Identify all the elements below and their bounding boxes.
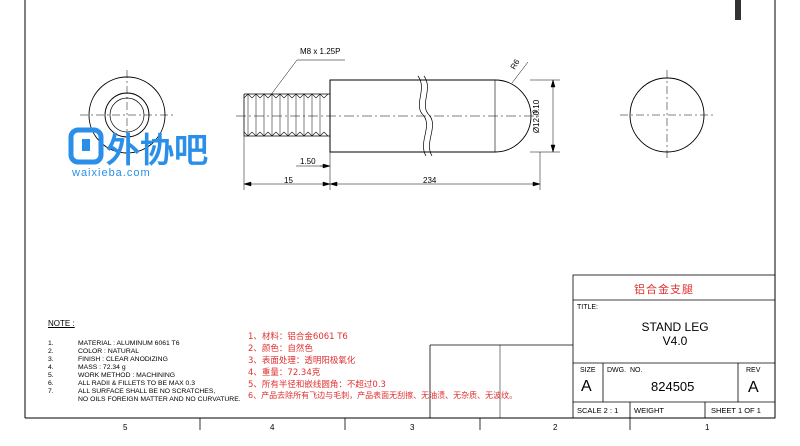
watermark-url: waixieba.com <box>72 167 151 179</box>
title-block-grid <box>429 274 776 419</box>
rev-value: A <box>748 379 759 396</box>
weight-label: WEIGHT <box>634 406 664 415</box>
dwg-no-label: DWG. NO. <box>607 367 643 374</box>
cn-note-5: 5、所有半径和嵌线圆角：不超过0.3 <box>248 380 386 390</box>
zone-number: 4 <box>270 423 275 432</box>
notes-title: NOTE : <box>48 319 75 328</box>
dimensions <box>243 59 560 190</box>
right-end-view <box>620 70 714 160</box>
diameter-upper-tol: 0 <box>532 109 540 114</box>
rev-label: REV <box>746 367 761 374</box>
scale-value: SCALE 2 : 1 <box>577 406 619 415</box>
part-name-cn: 铝合金支腿 <box>634 283 694 296</box>
cn-note-2: 2、颜色：自然色 <box>248 344 313 354</box>
sheet-value: SHEET 1 OF 1 <box>711 406 761 415</box>
dwg-no-value: 824505 <box>651 379 695 394</box>
dim-thread-relief: 1.50 <box>300 157 316 166</box>
zone-number: 3 <box>410 423 415 432</box>
title-label: TITLE: <box>577 304 599 311</box>
watermark-logo-text: 外协吧 <box>106 131 208 171</box>
body-section <box>236 75 540 157</box>
cn-note-6: 6、产品去除所有飞边与毛刺，产品表面无刮擦、无油渍、无杂质、无波纹。 <box>248 391 518 400</box>
thread-section <box>243 93 331 137</box>
zone-number: 2 <box>553 423 558 432</box>
zone-ticks <box>199 418 631 430</box>
dim-thread-length: 15 <box>284 176 293 185</box>
cn-note-3: 3、表面处理：透明阳极氧化 <box>248 356 356 366</box>
size-value: A <box>581 378 592 395</box>
waixieba-logo-icon <box>68 127 104 165</box>
scrollbar-thumb <box>735 0 741 20</box>
zone-number: 1 <box>705 423 710 432</box>
drawing-title: STAND LEG V4.0 <box>600 320 750 348</box>
dim-body-length: 234 <box>423 176 437 185</box>
cn-note-4: 4、重量：72.34克 <box>248 368 321 378</box>
thread-callout: M8 x 1.25P <box>300 47 341 56</box>
title-line-1: STAND LEG <box>641 320 709 334</box>
watermark-logo: 外协吧 waixieba.com <box>68 125 218 185</box>
cn-note-1: 1、材料：铝合金6061 T6 <box>248 332 348 342</box>
size-label: SIZE <box>580 367 596 374</box>
left-end-view <box>80 70 174 160</box>
diameter-callout: Ø12-0.10 <box>532 99 542 134</box>
zone-number: 5 <box>123 423 128 432</box>
title-line-2: V4.0 <box>662 334 688 348</box>
